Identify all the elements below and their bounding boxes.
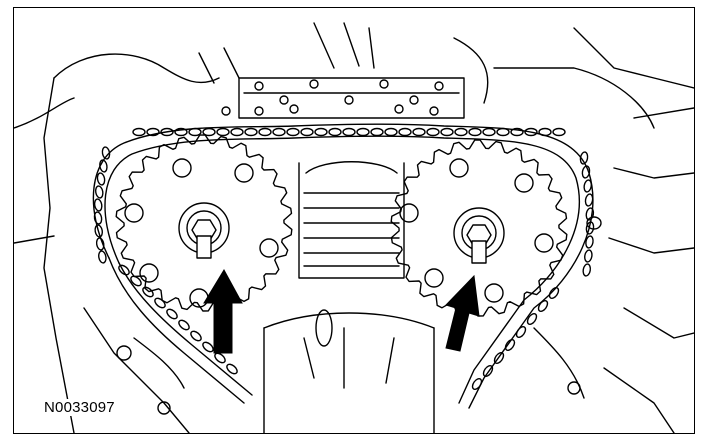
chain-link [356, 127, 370, 137]
chain-link [202, 341, 214, 353]
chain-link [244, 127, 258, 137]
chain-link [493, 351, 505, 365]
chain-link [412, 127, 426, 137]
chain-link [95, 237, 105, 251]
chain-link [537, 299, 549, 313]
chain-link [496, 127, 510, 137]
chain-link [585, 235, 594, 249]
center-housing [298, 161, 405, 279]
chain-link [142, 286, 154, 298]
right-camshaft-sprocket [390, 139, 568, 317]
camshaft-bearing-cap [221, 77, 465, 119]
chain-link [328, 127, 342, 137]
chain-link [146, 127, 160, 137]
chain-link [94, 185, 104, 199]
chain-link [342, 127, 356, 137]
chain-link [214, 352, 226, 364]
chain-link [482, 127, 496, 137]
chain-link [582, 263, 592, 277]
chain-link [101, 146, 111, 160]
chain-link [426, 127, 440, 137]
chain-link [584, 249, 593, 263]
chain-link [482, 364, 494, 378]
chain-link [272, 127, 286, 137]
chain-link [524, 127, 538, 137]
chain-link [510, 127, 524, 137]
chain-link [585, 207, 595, 221]
chain-link [94, 224, 104, 238]
chain-link [216, 127, 230, 137]
chain-link [93, 211, 103, 225]
chain-link [160, 127, 174, 137]
chain-link [471, 377, 483, 391]
chain-link [188, 127, 202, 137]
chain-link [286, 127, 300, 137]
chain-link [468, 127, 482, 137]
chain-link [93, 198, 103, 212]
chain-link [226, 363, 238, 375]
chain-link [99, 159, 108, 173]
chain-link [526, 312, 538, 326]
chain-link [504, 338, 516, 352]
chain-link [583, 179, 593, 193]
chain-link [398, 127, 412, 137]
chain-link [202, 127, 216, 137]
chain-link [178, 319, 190, 331]
chain-link [96, 172, 106, 186]
left-camshaft-sprocket [115, 134, 293, 312]
chain-link [548, 286, 560, 300]
right-camshaft-bolt-arrow [445, 274, 480, 352]
timing-chain [92, 123, 595, 409]
chain-link [581, 165, 591, 179]
chain-link [166, 308, 178, 320]
chain-link [584, 193, 594, 207]
chain-link [384, 127, 398, 137]
chain-link [579, 151, 589, 165]
diagram-frame: N0033097 [13, 7, 695, 434]
chain-link [538, 127, 552, 137]
chain-link [440, 127, 454, 137]
chain-link [132, 127, 146, 137]
chain-link [552, 127, 566, 137]
chain-link [118, 264, 130, 276]
chain-link [300, 127, 314, 137]
chain-link [154, 297, 166, 309]
chain-link [174, 127, 188, 137]
engine-casting-outline [14, 22, 694, 433]
chain-link [370, 127, 384, 137]
chain-link [314, 127, 328, 137]
chain-link [515, 325, 527, 339]
chain-link [230, 127, 244, 137]
chain-link [585, 221, 595, 235]
chain-link [98, 250, 107, 264]
figure-id-label: N0033097 [42, 399, 117, 416]
chain-link [130, 275, 142, 287]
chain-link [258, 127, 272, 137]
left-camshaft-bolt-arrow [203, 268, 243, 354]
chain-link [454, 127, 468, 137]
timing-chain-illustration [14, 22, 694, 433]
chain-link [190, 330, 202, 342]
